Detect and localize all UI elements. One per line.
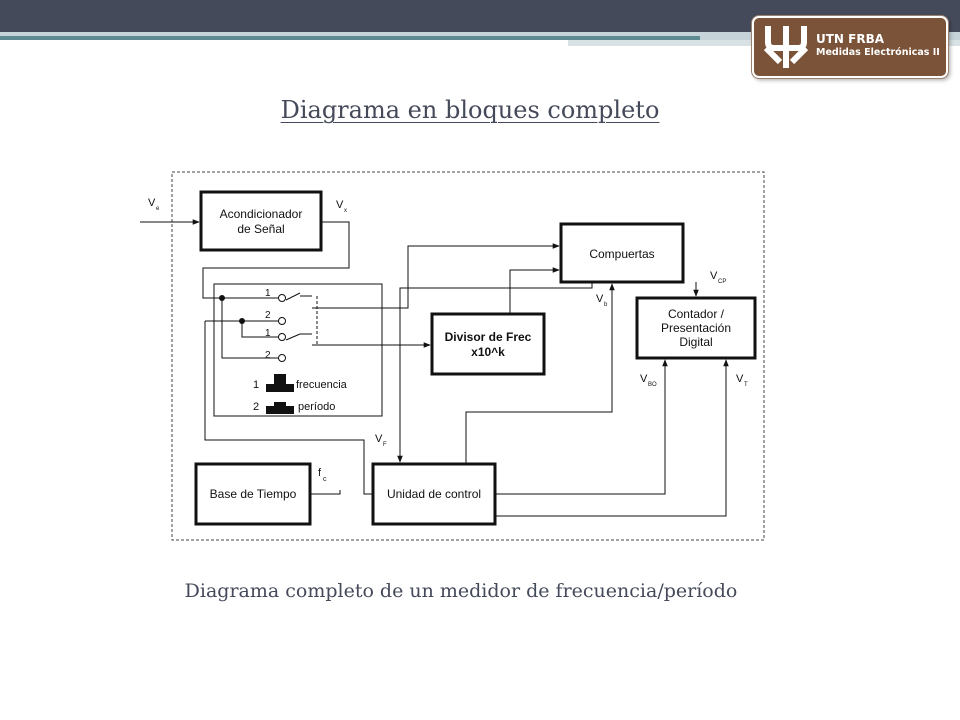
label-ve: V xyxy=(148,197,156,209)
label-vx-sub: x xyxy=(344,208,347,214)
label-vbo: V xyxy=(640,373,648,385)
label-vf: V xyxy=(375,433,383,445)
acondicionador-label-2: de Señal xyxy=(237,222,284,236)
label-vbo-sub: BO xyxy=(648,382,657,388)
legend-2: 2 xyxy=(253,401,259,413)
button-down-icon xyxy=(274,402,286,406)
block-unidad-control: Unidad de control xyxy=(371,462,497,526)
label-vb: V xyxy=(596,293,604,305)
block-base-tiempo: Base de Tiempo xyxy=(194,462,312,526)
label-fc-sub: c xyxy=(323,476,327,483)
legend-frecuencia: frecuencia xyxy=(296,379,348,391)
junction-dot xyxy=(219,295,225,301)
switch-pos-2b: 2 xyxy=(265,350,271,361)
legend-periodo: período xyxy=(298,401,335,413)
block-divisor: Divisor de Frec x10^k xyxy=(430,312,546,376)
unidad-control-label: Unidad de control xyxy=(387,487,481,501)
label-vf-sub: F xyxy=(383,442,387,448)
compuertas-label: Compuertas xyxy=(589,247,654,261)
signal-labels: V e V x V CP V b V BO V T V F f c xyxy=(148,197,748,483)
logo-subtitle: Medidas Electrónicas II xyxy=(816,47,940,58)
label-vcp-sub: CP xyxy=(718,279,726,285)
contador-label-3: Digital xyxy=(679,335,712,349)
label-vcp: V xyxy=(710,270,718,282)
label-vt-sub: T xyxy=(744,382,748,388)
junction-dot xyxy=(239,318,245,324)
figure-caption: Diagrama completo de un medidor de frecu… xyxy=(184,580,738,602)
contador-label-1: Contador / xyxy=(668,307,725,321)
label-fc: f xyxy=(318,467,322,479)
utn-emblem-icon xyxy=(763,26,809,68)
label-vt: V xyxy=(736,373,744,385)
base-tiempo-label: Base de Tiempo xyxy=(210,487,297,501)
logo-title: UTN FRBA xyxy=(816,32,885,46)
utn-logo-badge: UTN FRBA Medidas Electrónicas II xyxy=(752,16,948,78)
divisor-label-1: Divisor de Frec xyxy=(445,330,532,344)
legend-1: 1 xyxy=(253,379,259,391)
contador-label-2: Presentación xyxy=(661,321,731,335)
acondicionador-label-1: Acondicionador xyxy=(220,207,303,221)
label-vx: V xyxy=(336,199,344,211)
page-title: Diagrama en bloques completo xyxy=(280,96,660,124)
block-compuertas: Compuertas xyxy=(559,222,685,284)
switch-pos-1b: 1 xyxy=(265,328,271,339)
switch-contacts xyxy=(278,294,286,362)
divisor-label-2: x10^k xyxy=(471,345,505,359)
label-vb-sub: b xyxy=(604,302,608,308)
wires xyxy=(140,219,729,517)
block-contador: Contador / Presentación Digital xyxy=(635,296,757,360)
block-acondicionador: Acondicionador de Señal xyxy=(199,190,323,252)
label-ve-sub: e xyxy=(156,206,160,212)
switch-pos-2a: 2 xyxy=(265,310,271,321)
button-up-icon xyxy=(274,374,286,384)
switch-pos-1a: 1 xyxy=(265,288,271,299)
switch-legend: 1 frecuencia 2 período xyxy=(253,374,348,414)
diagram-frame xyxy=(171,171,765,541)
accent-stripe-teal xyxy=(0,36,700,40)
